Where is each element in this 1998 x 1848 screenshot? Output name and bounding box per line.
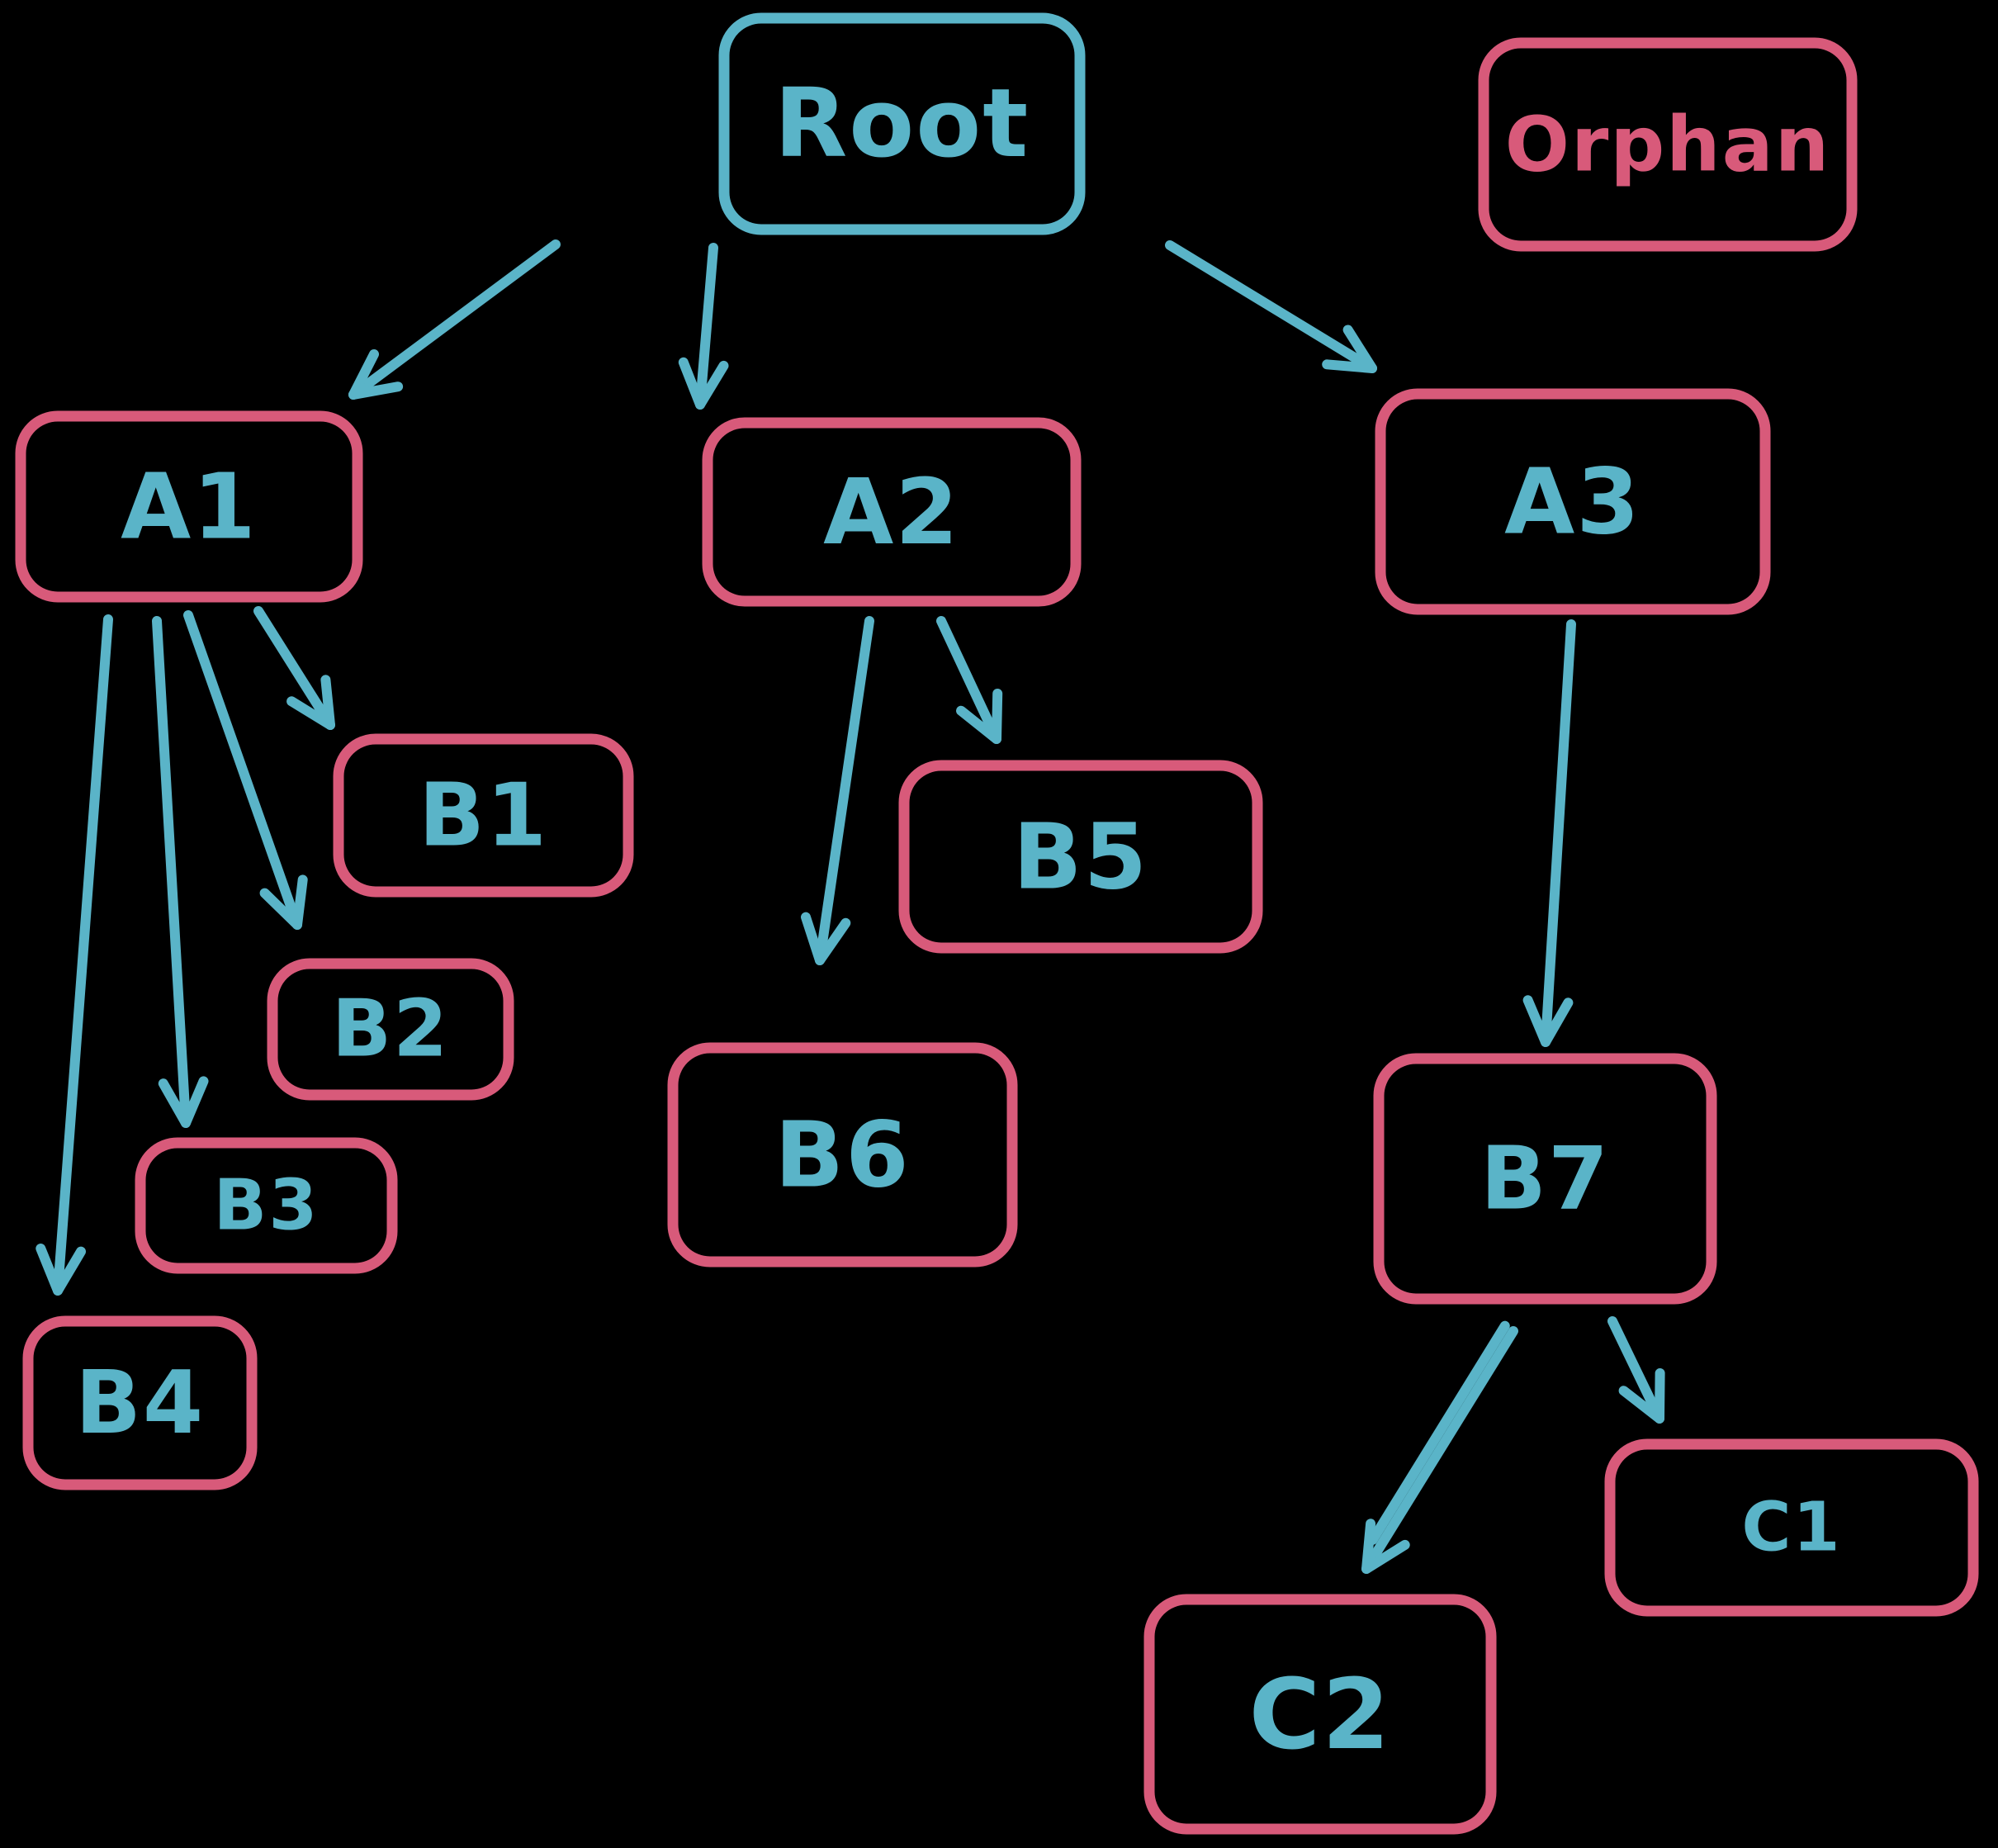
b5-label: B5 bbox=[1013, 804, 1148, 910]
orphan-label: Orphan bbox=[1505, 101, 1831, 189]
b1-box[interactable] bbox=[333, 733, 634, 898]
node-a1[interactable]: A1 bbox=[15, 410, 363, 603]
c2-box[interactable] bbox=[1143, 1594, 1497, 1835]
b7-label: B7 bbox=[1480, 1129, 1610, 1230]
node-a3[interactable]: A3 bbox=[1375, 388, 1771, 615]
node-a2[interactable]: A2 bbox=[702, 417, 1082, 607]
arrowhead-a1-b4 bbox=[36, 1244, 86, 1296]
node-c2[interactable]: C2 bbox=[1143, 1594, 1497, 1835]
edge-root-a1[interactable] bbox=[348, 239, 561, 400]
root-box[interactable] bbox=[718, 12, 1086, 235]
node-b5[interactable]: B5 bbox=[898, 760, 1263, 954]
node-b1[interactable]: B1 bbox=[333, 733, 634, 898]
node-orphan[interactable]: Orphan bbox=[1478, 37, 1858, 252]
arrowhead-a3-b7 bbox=[1522, 995, 1574, 1047]
node-b6[interactable]: B6 bbox=[667, 1042, 1018, 1268]
edge-line-root-a3[interactable] bbox=[1165, 240, 1377, 373]
edge-line-a2-b6[interactable] bbox=[815, 616, 874, 965]
b5-box[interactable] bbox=[898, 760, 1263, 954]
edge-line-root-a2[interactable] bbox=[695, 243, 718, 410]
b6-label: B6 bbox=[774, 1102, 910, 1208]
node-b2[interactable]: B2 bbox=[267, 958, 514, 1101]
edge-line-a1-b2[interactable] bbox=[183, 610, 302, 930]
a2-label: A2 bbox=[823, 459, 960, 565]
edge-a2-b5[interactable] bbox=[936, 616, 1003, 744]
edge-a1-b1[interactable] bbox=[253, 606, 335, 730]
b1-label: B1 bbox=[419, 765, 548, 866]
arrowhead-a2-b5 bbox=[956, 689, 1003, 744]
edge-root-a2[interactable] bbox=[678, 243, 729, 410]
edge-a2-b6[interactable] bbox=[801, 616, 874, 965]
edge-line-a1-b1[interactable] bbox=[253, 606, 335, 730]
node-c1[interactable]: C1 bbox=[1604, 1438, 1979, 1617]
edge-a1-b2[interactable] bbox=[183, 610, 308, 930]
arrowhead-root-a1 bbox=[348, 349, 404, 400]
edge-line-b7-c1[interactable] bbox=[1607, 1316, 1664, 1424]
b7-box[interactable] bbox=[1373, 1053, 1717, 1305]
edge-line-a1-b3[interactable] bbox=[152, 616, 191, 1128]
a3-box[interactable] bbox=[1375, 388, 1771, 615]
b6-box[interactable] bbox=[667, 1042, 1018, 1268]
root-label: Root bbox=[774, 69, 1030, 179]
a1-label: A1 bbox=[121, 454, 258, 560]
edge-root-a3[interactable] bbox=[1165, 240, 1377, 373]
edge-b7-c2[interactable] bbox=[1361, 1320, 1518, 1574]
node-b7[interactable]: B7 bbox=[1373, 1053, 1717, 1305]
edge-line-double-b7-c2 bbox=[1367, 1320, 1510, 1545]
edge-b7-c1[interactable] bbox=[1607, 1316, 1665, 1424]
b4-label: B4 bbox=[75, 1353, 205, 1453]
edge-line-a2-b5[interactable] bbox=[936, 616, 1001, 744]
b3-box[interactable] bbox=[135, 1137, 398, 1274]
edge-line-a3-b7[interactable] bbox=[1541, 619, 1576, 1047]
orphan-box[interactable] bbox=[1478, 37, 1858, 252]
arrowhead-root-a3 bbox=[1322, 325, 1377, 373]
arrowhead-root-a2 bbox=[678, 357, 729, 410]
arrowhead-b7-c2 bbox=[1361, 1519, 1410, 1574]
c1-box[interactable] bbox=[1604, 1438, 1979, 1617]
arrowhead-a1-b3 bbox=[158, 1076, 209, 1128]
c2-label: C2 bbox=[1249, 1657, 1392, 1771]
edge-a1-b4[interactable] bbox=[36, 614, 113, 1296]
b3-label: B3 bbox=[214, 1165, 320, 1247]
edge-line-b7-c2[interactable] bbox=[1361, 1326, 1518, 1574]
b2-label: B2 bbox=[332, 984, 450, 1075]
edge-a3-b7[interactable] bbox=[1522, 619, 1576, 1047]
node-b3[interactable]: B3 bbox=[135, 1137, 398, 1274]
a2-box[interactable] bbox=[702, 417, 1082, 607]
a3-label: A3 bbox=[1504, 449, 1641, 555]
arrowhead-a1-b1 bbox=[286, 675, 335, 730]
b4-box[interactable] bbox=[22, 1315, 258, 1490]
arrowhead-b7-c1 bbox=[1618, 1368, 1665, 1424]
edge-a1-b3[interactable] bbox=[152, 616, 209, 1128]
c1-label: C1 bbox=[1741, 1489, 1841, 1567]
b2-box[interactable] bbox=[267, 958, 514, 1101]
node-b4[interactable]: B4 bbox=[22, 1315, 258, 1490]
node-root[interactable]: Root bbox=[718, 12, 1086, 235]
edge-line-a1-b4[interactable] bbox=[53, 614, 113, 1296]
a1-box[interactable] bbox=[15, 410, 363, 603]
edge-line-root-a1[interactable] bbox=[348, 239, 561, 400]
arrowhead-a1-b2 bbox=[259, 874, 308, 930]
arrowhead-a2-b6 bbox=[801, 912, 851, 965]
